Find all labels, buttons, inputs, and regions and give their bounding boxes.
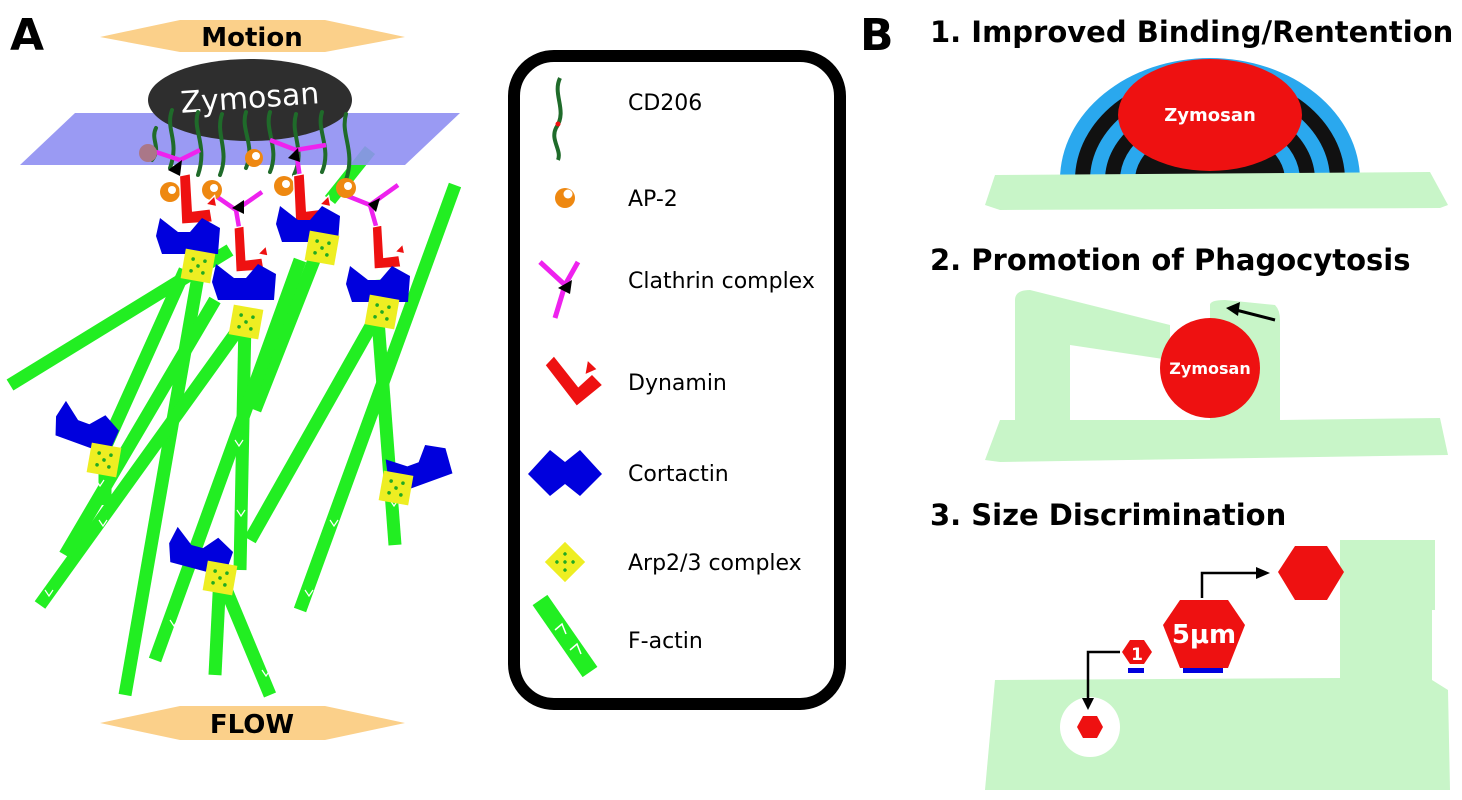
zymosan-label-b1: Zymosan — [1164, 105, 1256, 126]
zymosan-particle-b1 — [1118, 59, 1302, 171]
legend-item-cd206: CD206 — [552, 77, 702, 161]
f-actin-chevrons — [44, 439, 399, 678]
particle-5um — [1163, 600, 1245, 668]
cortactin-icon — [528, 450, 602, 496]
motion-arrow: Motion — [100, 20, 405, 53]
section1-title: 1. Improved Binding/Rentention — [930, 15, 1453, 49]
legend-label-cd206: CD206 — [628, 91, 702, 116]
particle-large — [1278, 546, 1344, 600]
particle-1um — [1122, 640, 1152, 664]
flow-arrow: FLOW — [100, 706, 405, 740]
legend-box — [508, 50, 846, 710]
legend-label-cortactin: Cortactin — [628, 462, 729, 487]
legend-label-dynamin: Dynamin — [628, 371, 727, 396]
legend-item-f-actin: F-actin — [532, 594, 703, 678]
zymosan-particle-b2 — [1160, 318, 1260, 418]
motion-arrow-b2 — [1235, 308, 1276, 322]
panel-b-letter: B — [860, 10, 894, 61]
particle-1um-label: 1 — [1131, 645, 1143, 665]
cd206-icon — [552, 77, 563, 161]
internalized-particle — [1077, 716, 1103, 738]
legend-item-cortactin: Cortactin — [528, 450, 729, 496]
f-actin-icon — [532, 594, 598, 678]
legend-label-f-actin: F-actin — [628, 629, 703, 654]
legend-item-clathrin: Clathrin complex — [538, 260, 815, 319]
motion-label: Motion — [201, 23, 302, 53]
section2-title: 2. Promotion of Phagocytosis — [930, 243, 1411, 277]
zymosan-label-b2: Zymosan — [1169, 359, 1250, 378]
section1-diagram: Zymosan — [985, 58, 1448, 210]
cell-surface-1 — [985, 172, 1448, 210]
ap2-adaptors — [139, 144, 356, 202]
flow-label: FLOW — [210, 710, 294, 740]
legend-label-ap2: AP-2 — [628, 187, 678, 212]
interaction-arrows — [168, 148, 380, 214]
section3-diagram: 1 5μm — [985, 540, 1450, 790]
section3-title: 3. Size Discrimination — [930, 498, 1286, 532]
legend-label-clathrin: Clathrin complex — [628, 269, 815, 294]
legend-item-dynamin: Dynamin — [544, 340, 727, 407]
panel-a-letter: A — [10, 10, 44, 61]
legend-item-arp23: Arp2/3 complex — [544, 541, 802, 583]
section2-diagram: Zymosan — [985, 290, 1448, 462]
legend-label-arp23: Arp2/3 complex — [628, 551, 802, 576]
legend-item-ap2: AP-2 — [555, 187, 678, 212]
particle-5um-label: 5μm — [1172, 620, 1236, 650]
